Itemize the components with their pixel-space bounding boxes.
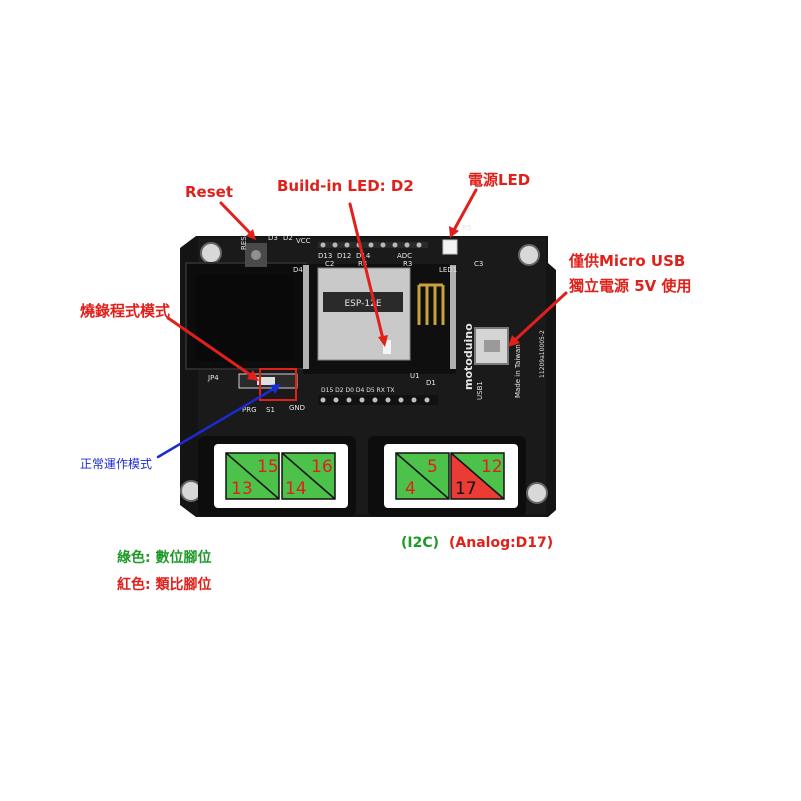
legend-analog-label: 紅色: 類比腳位 (117, 577, 212, 593)
pin-12: 12 (481, 457, 503, 477)
silk-d12: D12 (337, 252, 351, 260)
silk-part-no: 11209a10005-2 (539, 330, 546, 378)
i2c-label: (I2C) (401, 535, 440, 551)
program-switch (238, 373, 298, 389)
silk-c3: C3 (474, 260, 483, 268)
right-pin-connector (368, 436, 526, 516)
silk-brand: motoduino (462, 323, 475, 390)
silk-u1: U1 (410, 372, 420, 380)
silk-c2: C2 (325, 260, 334, 268)
left-pin-connector (198, 436, 356, 516)
silk-d4: D4 (293, 266, 303, 274)
power-jack (185, 262, 307, 370)
micro-usb-label-line1: 僅供Micro USB (569, 252, 686, 270)
silk-s1: S1 (266, 406, 275, 414)
silk-gnd: GND (289, 404, 305, 412)
silk-d2: D2 (283, 234, 293, 242)
esp-silk-label: ESP-12E (344, 299, 381, 309)
mounting-holes (180, 242, 548, 504)
silk-d13: D13 (318, 252, 332, 260)
pin-17: 17 (455, 479, 477, 499)
silk-bottom-pins: D15 D2 D0 D4 D5 RX TX (321, 387, 395, 394)
analog-label: (Analog:D17) (449, 535, 554, 551)
pin-14: 14 (285, 479, 307, 499)
silk-d3: D3 (268, 234, 278, 242)
module-pads (303, 265, 456, 369)
silk-reset: RESET (240, 227, 248, 250)
silk-side-text: Made in Taiwan (514, 344, 522, 398)
silk-vcc: VCC (296, 237, 311, 245)
pin-4: 4 (405, 479, 416, 499)
silk-prg: PRG (242, 406, 257, 414)
esp-module: ESP-12E (303, 264, 456, 374)
top-header-pins (318, 242, 428, 248)
power-led (442, 239, 458, 255)
silk-r3: R3 (403, 260, 412, 268)
silk-r5: R5 (462, 224, 471, 232)
silk-jp4: JP4 (207, 374, 219, 382)
power-led-label: 電源LED (468, 171, 531, 189)
legend-digital-label: 綠色: 數位腳位 (117, 550, 212, 566)
reset-button (245, 243, 267, 267)
normal-mode-label: 正常運作模式 (80, 457, 153, 471)
builtin-led-label: Build-in LED: D2 (277, 177, 414, 195)
silk-usb1: USB1 (476, 381, 484, 400)
micro-usb-port (474, 327, 509, 365)
pin-13: 13 (231, 479, 253, 499)
pin-16: 16 (311, 457, 333, 477)
bottom-header-pins (318, 395, 438, 405)
annotation-arrows (156, 188, 568, 459)
silk-adc: ADC (397, 252, 412, 260)
program-switch-highlight (259, 368, 297, 401)
pin-15: 15 (257, 457, 279, 477)
silk-d1: D1 (426, 379, 436, 387)
silk-r4: R4 (358, 260, 368, 268)
pin-5: 5 (427, 457, 438, 477)
reset-label: Reset (185, 183, 233, 201)
micro-usb-label-line2: 獨立電源 5V 使用 (569, 277, 692, 295)
silk-led1: LED1 (439, 266, 457, 274)
program-mode-label: 燒錄程式模式 (80, 302, 171, 320)
